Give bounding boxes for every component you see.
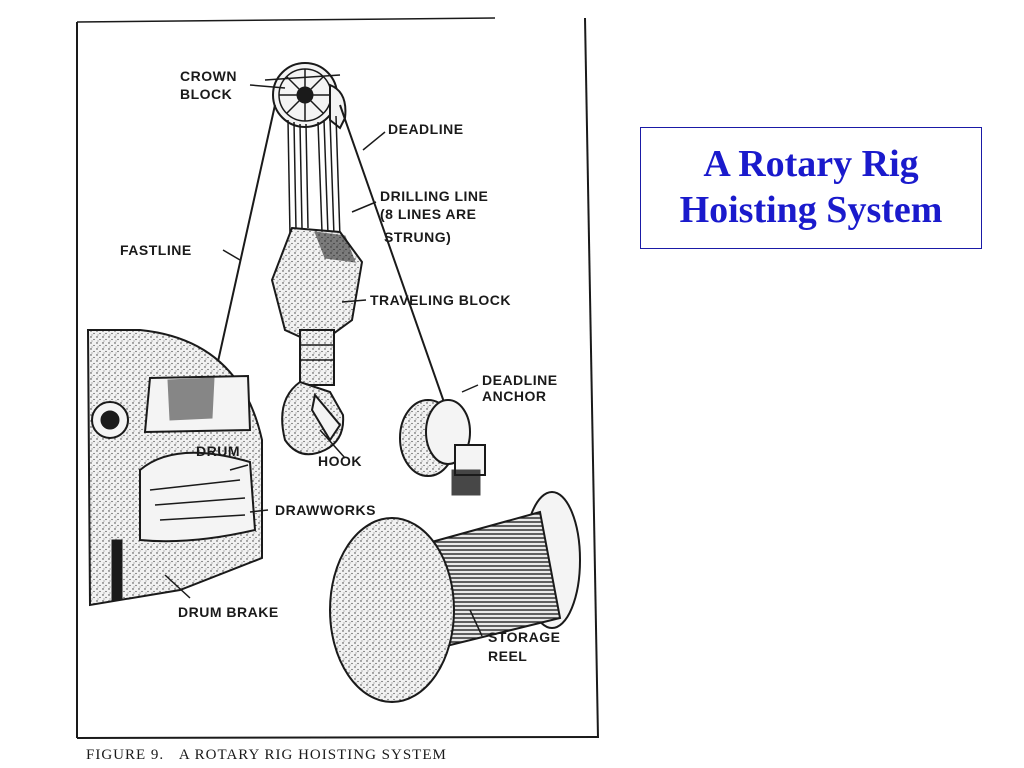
leader-lines: [164, 84, 483, 637]
deadline: [339, 104, 446, 406]
slide-title-box: A Rotary Rig Hoisting System: [640, 127, 982, 249]
label-deadline-anchor-1: DEADLINE: [482, 372, 558, 388]
storage-reel: [329, 491, 581, 703]
deadline-anchor: [399, 399, 486, 496]
label-drum-brake: DRUM BRAKE: [178, 604, 279, 620]
crown-block: [264, 62, 347, 130]
label-crown-block-1: CROWN: [180, 68, 237, 84]
figure-frame: [76, 17, 599, 739]
label-storage-reel-2: REEL: [488, 648, 527, 664]
label-storage-reel-1: STORAGE: [488, 629, 560, 645]
figure-caption-text: A ROTARY RIG HOISTING SYSTEM: [179, 747, 447, 763]
drawworks: [86, 329, 263, 607]
label-crown-block-2: BLOCK: [180, 86, 232, 102]
drilling-lines: [287, 115, 341, 239]
label-traveling-block: TRAVELING BLOCK: [370, 292, 511, 308]
label-drum: DRUM: [196, 443, 240, 459]
slide-title-line-1: A Rotary Rig: [703, 143, 919, 186]
figure-caption: FIGURE 9. A ROTARY RIG HOISTING SYSTEM: [86, 747, 447, 763]
hook: [281, 380, 345, 456]
label-hook: HOOK: [318, 453, 362, 469]
label-deadline: DEADLINE: [388, 121, 464, 137]
label-drilling-line-3: STRUNG): [384, 229, 451, 245]
label-drilling-line-1: DRILLING LINE: [380, 188, 488, 204]
slide-title-line-2: Hoisting System: [679, 189, 943, 231]
label-drawworks: DRAWWORKS: [275, 502, 376, 518]
traveling-block: [270, 226, 364, 386]
label-drilling-line-2: (8 LINES ARE: [380, 206, 477, 222]
label-fastline: FASTLINE: [120, 242, 192, 258]
figure-caption-number: FIGURE 9.: [86, 747, 164, 763]
label-deadline-anchor-2: ANCHOR: [482, 388, 546, 404]
